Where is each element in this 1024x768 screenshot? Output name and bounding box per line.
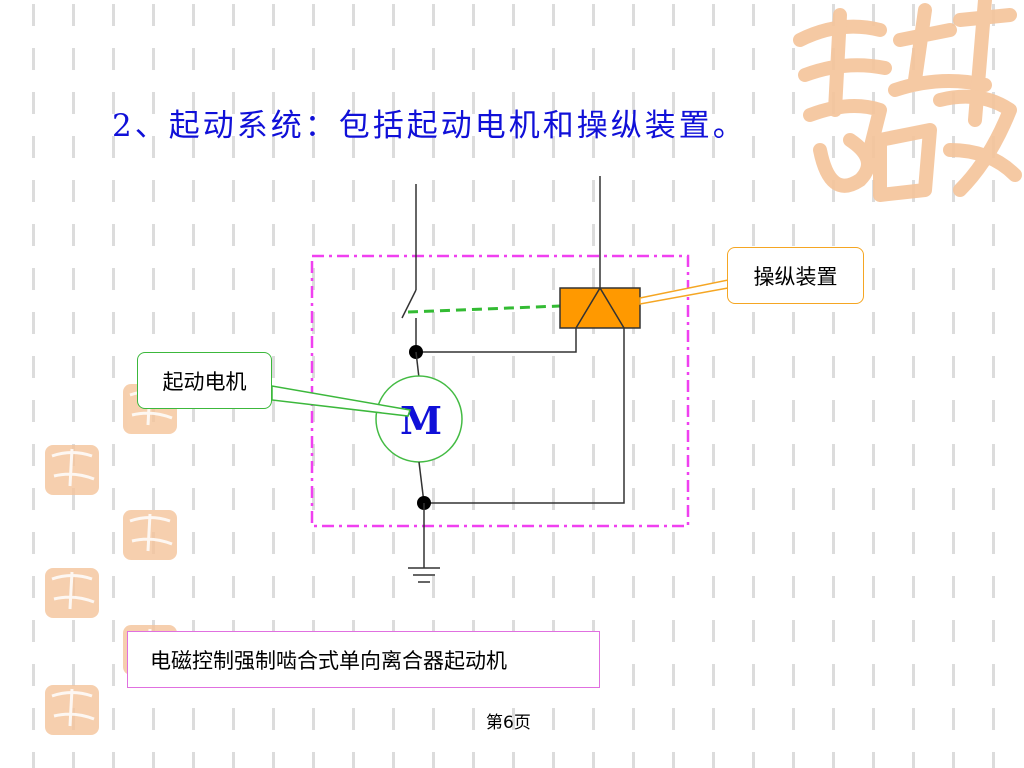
ground-icon: [408, 567, 440, 583]
callout-control-device: 操纵装置: [727, 247, 864, 304]
switch-contact: [401, 289, 417, 319]
callout-leader-control: [639, 279, 729, 305]
diagram-caption: 电磁控制强制啮合式单向离合器起动机: [127, 631, 600, 688]
page-number: 第6页: [486, 713, 531, 733]
solenoid-block: [559, 287, 641, 329]
motor-symbol: M: [400, 398, 442, 443]
calligraphy-seal-large: [793, 0, 1022, 202]
wire-node-to-motor: [415, 351, 420, 379]
solenoid-coil-symbol: [575, 286, 625, 329]
wire-solenoid-to-bottom: [424, 328, 625, 504]
mechanical-link: [407, 304, 561, 314]
callout-leader-motor: [271, 385, 411, 417]
system-boundary: [310, 254, 690, 528]
callout-starter-motor: 起动电机: [137, 352, 272, 409]
wire-node-to-solenoid: [416, 328, 577, 353]
slide-title: 2、起动系统：包括起动电机和操纵装置。: [112, 108, 747, 144]
